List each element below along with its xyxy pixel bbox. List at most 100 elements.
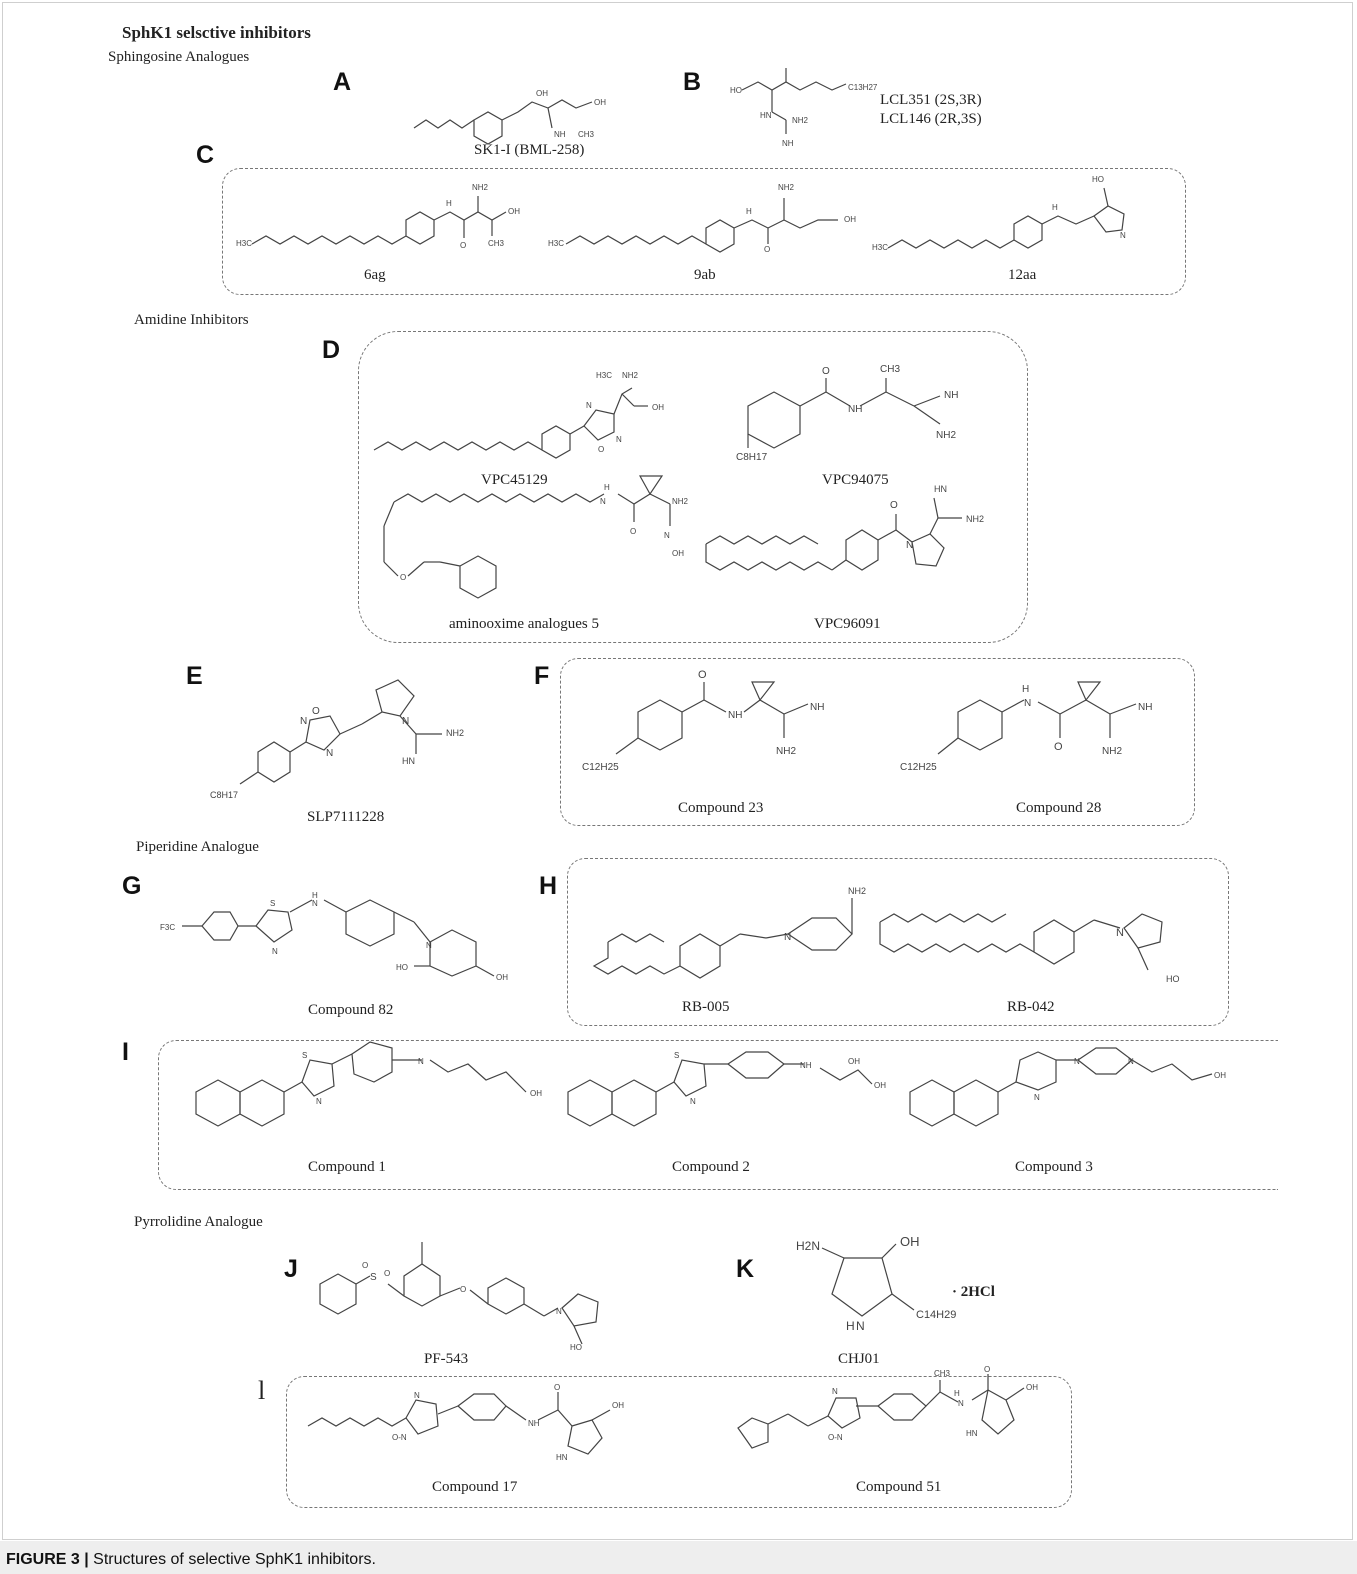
svg-text:N: N — [300, 716, 307, 727]
svg-text:H3C: H3C — [236, 239, 252, 248]
structure-sk1i: OH OH NH CH3 — [413, 89, 606, 145]
svg-text:C12H25: C12H25 — [582, 762, 619, 773]
caption-label: FIGURE 3 | — [6, 1551, 89, 1568]
svg-text:CH3: CH3 — [488, 239, 505, 248]
label-12aa: 12aa — [1008, 267, 1037, 283]
svg-text:N: N — [906, 540, 913, 551]
figure-caption: FIGURE 3 | Structures of selective SphK1… — [6, 1551, 376, 1569]
svg-text:O: O — [362, 1261, 368, 1270]
svg-text:N: N — [556, 1307, 562, 1316]
svg-text:N: N — [1024, 698, 1031, 709]
label-9ab: 9ab — [694, 267, 716, 283]
svg-text:O-N: O-N — [828, 1433, 843, 1442]
svg-text:NH: NH — [1138, 702, 1152, 713]
svg-text:N: N — [1074, 1057, 1080, 1066]
label-sk1i: SK1-I (BML-258) — [474, 142, 585, 158]
svg-text:NH: NH — [810, 702, 824, 713]
svg-text:H: H — [746, 207, 752, 216]
svg-text:N: N — [856, 1319, 865, 1333]
panel-letter-a: A — [333, 68, 352, 96]
label-vpc45129: VPC45129 — [481, 472, 548, 488]
svg-text:NH2: NH2 — [1102, 746, 1122, 757]
label-vpc94075: VPC94075 — [822, 472, 889, 488]
group-box-f — [560, 658, 1195, 826]
svg-text:O: O — [400, 573, 406, 582]
svg-text:NH: NH — [782, 139, 794, 148]
svg-text:NH: NH — [728, 710, 742, 721]
svg-text:NH2: NH2 — [966, 514, 984, 524]
section-amidine: Amidine Inhibitors — [134, 312, 249, 328]
svg-text:H3C: H3C — [596, 371, 612, 380]
svg-text:CH3: CH3 — [578, 130, 595, 139]
svg-text:S: S — [270, 899, 275, 908]
svg-text:C14H29: C14H29 — [916, 1309, 956, 1321]
svg-text:O: O — [890, 500, 898, 511]
svg-text:HO: HO — [396, 963, 408, 972]
label-cpd1: Compound 1 — [308, 1159, 386, 1175]
label-rb042: RB-042 — [1007, 999, 1055, 1015]
svg-text:OH: OH — [652, 403, 664, 412]
svg-text:NH2: NH2 — [848, 886, 866, 896]
figure-frame — [2, 2, 1353, 1540]
label-cpd51: Compound 51 — [856, 1479, 942, 1495]
svg-text:CH3: CH3 — [880, 364, 900, 375]
svg-text:H2N: H2N — [796, 1239, 820, 1253]
caption-band — [0, 1541, 1357, 1574]
label-rb005: RB-005 — [682, 999, 730, 1015]
svg-text:O-N: O-N — [392, 1433, 407, 1442]
svg-text:OH: OH — [594, 98, 606, 107]
group-box-l — [286, 1376, 1072, 1508]
svg-text:N: N — [832, 1387, 838, 1396]
svg-text:OH: OH — [530, 1089, 542, 1098]
svg-text:CH3: CH3 — [934, 1369, 951, 1378]
svg-text:S: S — [674, 1051, 679, 1060]
svg-text:OH: OH — [612, 1401, 624, 1410]
svg-text:HO: HO — [570, 1343, 582, 1352]
label-salt: · 2HCl — [952, 1284, 995, 1300]
svg-text:N: N — [958, 1399, 964, 1408]
svg-text:HO: HO — [730, 86, 742, 95]
panel-letter-l: l — [258, 1376, 266, 1405]
svg-text:HN: HN — [760, 111, 772, 120]
label-6ag: 6ag — [364, 267, 386, 283]
svg-text:OH: OH — [900, 1234, 920, 1249]
svg-text:S: S — [302, 1051, 307, 1060]
svg-text:OH: OH — [844, 215, 856, 224]
svg-text:N: N — [586, 401, 592, 410]
svg-text:N: N — [664, 531, 670, 540]
svg-text:N: N — [312, 899, 318, 908]
svg-text:NH2: NH2 — [778, 183, 795, 192]
panel-letter-b: B — [683, 68, 702, 96]
svg-text:O: O — [984, 1365, 990, 1374]
panel-letter-i: I — [122, 1038, 129, 1066]
svg-text:H3C: H3C — [872, 243, 888, 252]
svg-text:N: N — [326, 748, 333, 759]
svg-text:NH: NH — [554, 130, 566, 139]
label-cpd23: Compound 23 — [678, 800, 764, 816]
svg-text:H: H — [1052, 203, 1058, 212]
svg-text:O: O — [312, 706, 320, 717]
svg-text:OH: OH — [496, 973, 508, 982]
svg-text:N: N — [414, 1391, 420, 1400]
group-box-i — [158, 1040, 1278, 1190]
svg-text:H: H — [846, 1319, 855, 1333]
label-slp: SLP7111228 — [307, 809, 385, 825]
svg-text:N: N — [418, 1057, 424, 1066]
label-cpd3: Compound 3 — [1015, 1159, 1093, 1175]
svg-text:OH: OH — [536, 89, 548, 98]
svg-text:F3C: F3C — [160, 923, 175, 932]
svg-text:N: N — [784, 932, 791, 943]
label-vpc96091: VPC96091 — [814, 616, 881, 632]
svg-text:OH: OH — [1214, 1071, 1226, 1080]
label-cpd17: Compound 17 — [432, 1479, 518, 1495]
